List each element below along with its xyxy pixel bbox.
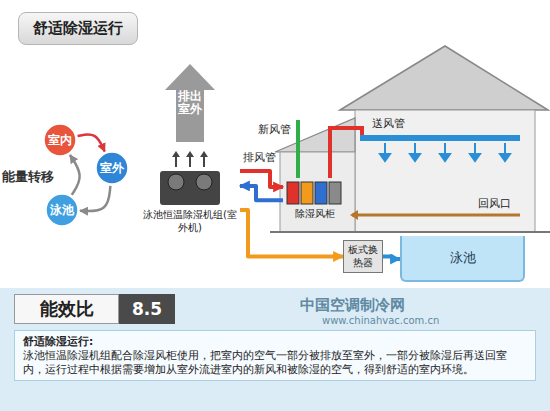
airflow-arrow [203,156,205,167]
air-ducts-part [330,128,362,178]
exhaust-label: 排出室外 [178,90,202,116]
air-ducts-part-part [414,143,416,154]
air-ducts-part [360,135,520,141]
box-text: 板式换热器 [346,244,380,269]
unit-fan [196,174,212,190]
energy-circle: 室内 [43,123,77,157]
unit-body [160,171,220,205]
refrigerant-pipe [240,186,283,200]
circle-shape [44,124,76,156]
vent-label: 回风口 [478,196,511,211]
air-ducts-part [380,143,510,161]
description-box: 舒适除湿运行:泳池恒温除湿机组配合除湿风柜使用，把室内的空气一部分被排放至室外，… [14,330,536,381]
air-ducts [298,120,520,220]
unit-picture [150,149,230,207]
box-heading: 舒适除湿运行: [23,334,527,348]
house [270,46,550,232]
box-text: 泳池 [450,249,476,267]
pipe-label: 新风管 [258,122,291,137]
refrigerant-pipe [383,257,400,260]
box-text: 泳池 [50,202,74,219]
box-text: 室外 [100,160,124,177]
box-text: 能效比 [40,297,94,321]
bottom-panel-part [0,288,550,411]
cabinet-section [287,182,299,204]
energy-circle: 泳池 [45,193,79,227]
circle-shape [96,152,128,184]
cabinet-picture [285,180,345,206]
air-ducts-part [296,120,300,178]
cabinet-section [329,182,341,204]
airflow-arrow [200,151,208,157]
eer-value-box: 8.5 [119,294,175,324]
air-ducts-part-part [384,143,386,154]
air-ducts-part-part [410,154,420,161]
air-ducts-part [350,210,358,220]
box-text: 舒适除湿运行 [33,19,123,38]
cabinet-section [315,182,327,204]
cabinet-section [301,182,313,204]
cycle-arrow [78,134,105,151]
heat-exchanger: 板式换热器 [343,240,383,273]
house-part [270,231,550,233]
airflow-arrow [186,151,194,157]
box-text: 除湿风柜 [283,208,347,221]
box-text: 泳池恒温除湿机组配合除湿风柜使用，把室内的空气一部分被排放至室外，一部分被除湿后… [23,348,527,376]
unit-fan [168,174,184,190]
airflow-arrow [172,151,180,157]
exhaust-arrow-part [165,64,215,142]
cycle-label: 能量转移 [2,168,54,186]
title-box: 舒适除湿运行 [18,12,138,45]
pipe-label: 排风管 [243,150,276,165]
airflow-arrow [189,156,191,167]
air-ducts-part-part [444,143,446,154]
pipe-label: 送风管 [372,116,405,131]
dehumidifier-cabinet: 除湿风柜 [283,178,347,223]
watermark: 中国空调制冷网 [300,296,405,315]
eer-label-box: 能效比 [14,294,119,324]
house-part [340,46,548,110]
outdoor-unit: 泳池恒温除湿机组(室外机) [140,145,240,238]
circle-shape [46,194,78,226]
box-text: 8.5 [132,299,162,319]
air-ducts-part [352,214,520,217]
watermark: www.chinahvac.com.cn [322,315,439,326]
house-part [280,152,355,232]
air-ducts-part-part [380,154,390,161]
air-ducts-part-part [504,143,506,154]
cycle-arrow [70,155,80,195]
pool: 泳池 [400,236,525,282]
bottom-panel [0,288,550,411]
airflow-arrow [175,156,177,167]
energy-circle: 室外 [95,151,129,185]
box-text: 泳池恒温除湿机组(室外机) [142,209,238,234]
box-text: 室内 [48,132,72,149]
air-ducts-part-part [470,154,480,161]
air-ducts-part-part [500,154,510,161]
cycle-arrow [80,186,110,211]
air-ducts-part-part [474,143,476,154]
exhaust-arrow [165,64,215,142]
air-ducts-part-part [440,154,450,161]
